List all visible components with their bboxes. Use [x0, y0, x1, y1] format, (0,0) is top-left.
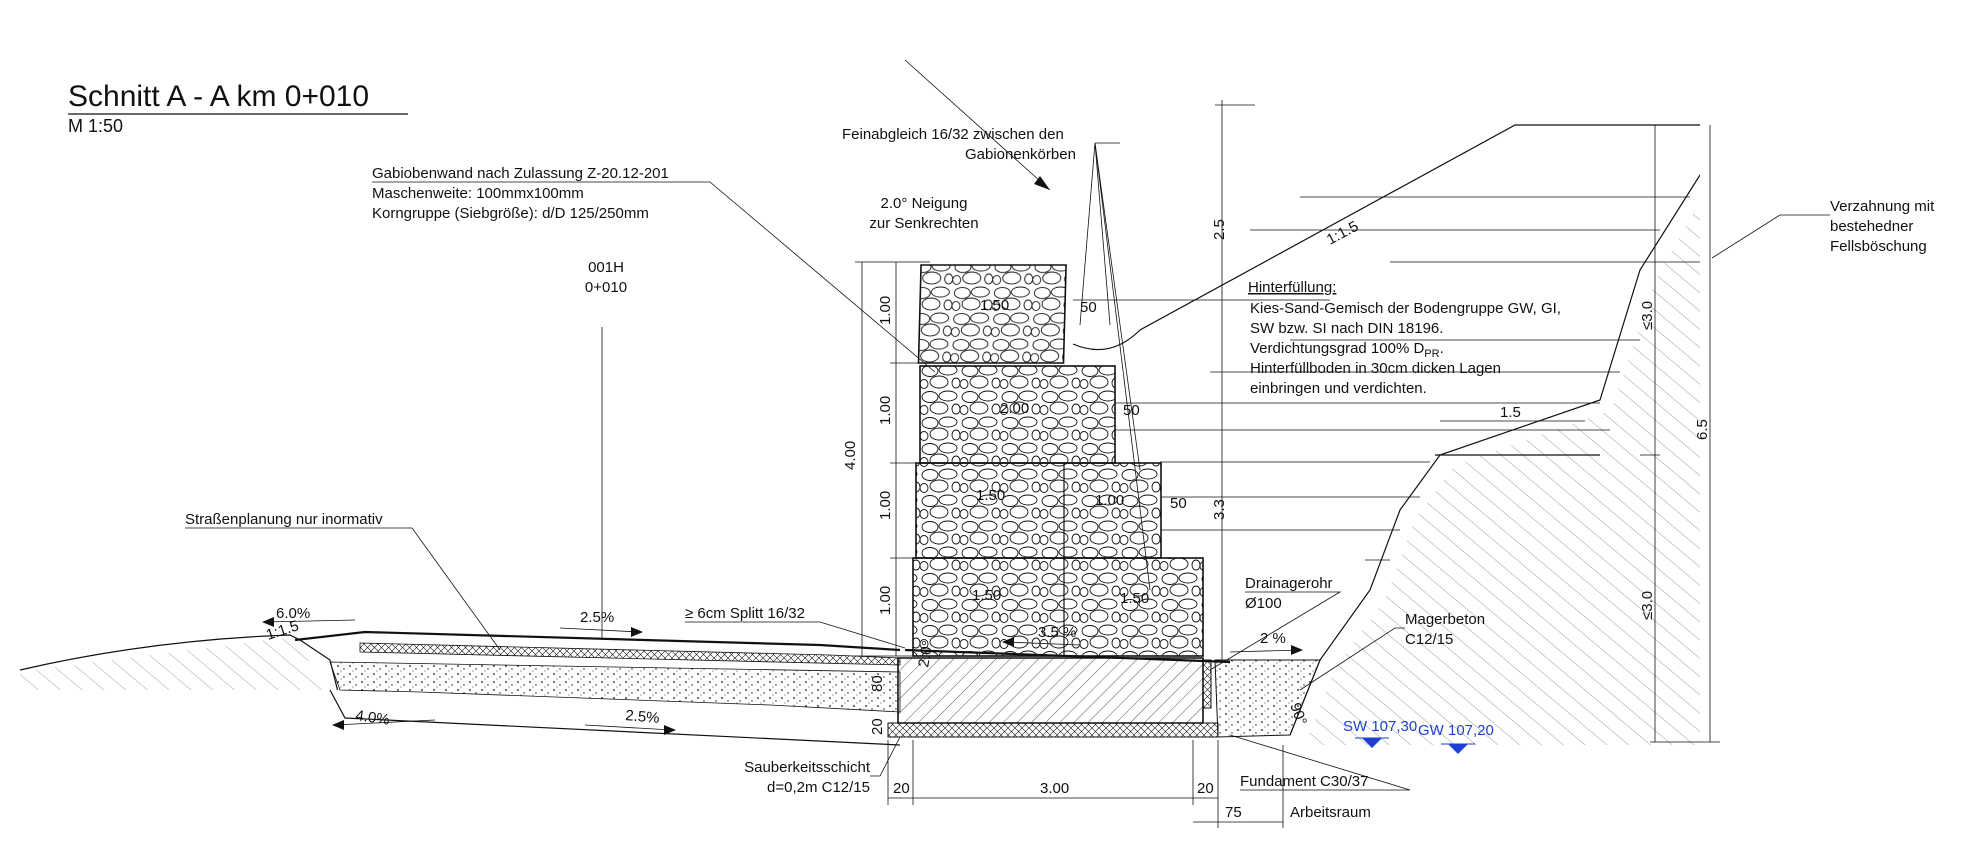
dim-bottom-75: 75	[1225, 804, 1242, 821]
dim-width-1: 1.50	[980, 297, 1009, 314]
road-surface	[294, 630, 901, 652]
backfill-line3-text: Verdichtungsgrad 100% D	[1250, 340, 1424, 357]
leader-road	[185, 527, 501, 651]
dim-80: 80	[869, 675, 886, 692]
dim-upper-3-0: ≤3.0	[1639, 301, 1656, 330]
dim-bottom-3-00: 3.00	[1040, 780, 1069, 797]
splitt-layer	[904, 648, 1231, 664]
dim-bottom-20-left: 20	[893, 780, 910, 797]
dim-bottom-20-right: 20	[1197, 780, 1214, 797]
backfill-line1: Kies-Sand-Gemisch der Bodengruppe GW, GI…	[1250, 300, 1561, 317]
backfill-line5: einbringen und verdichten.	[1250, 380, 1427, 397]
slope-2: 2 %	[1260, 630, 1286, 647]
gabion-wall	[912, 264, 1204, 657]
backfill-slope	[1072, 124, 1822, 351]
interlock-line3: Fellsböschung	[1830, 238, 1927, 255]
slope-ratio: 1:1.5	[1324, 218, 1361, 249]
blinding-line2: d=0,2m C12/15	[767, 779, 870, 796]
slope-2-5-base: 2.5%	[625, 707, 661, 727]
interlock-line2: bestehedner	[1830, 218, 1913, 235]
blinding-layer	[887, 722, 1219, 738]
leader-foundation	[1229, 734, 1411, 791]
dim-width-4: 1.00	[1095, 492, 1124, 509]
station-km: 0+010	[585, 279, 627, 296]
splitt-label: ≥ 6cm Splitt 16/32	[685, 605, 805, 622]
backfill-line2: SW bzw. SI nach DIN 18196.	[1250, 320, 1443, 337]
dim-height-1d: 1.00	[877, 586, 894, 615]
gabion-spec-line3: Korngruppe (Siebgröße): d/D 125/250mm	[372, 205, 649, 222]
dim-height-1b: 1.00	[877, 396, 894, 425]
fine-leveling-line1: Feinabgleich 16/32 zwischen den	[842, 126, 1064, 143]
dim-top-2-5: 2.5	[1211, 219, 1228, 240]
road-note: Straßenplanung nur inormativ	[185, 511, 383, 528]
lean-concrete-line1: Magerbeton	[1405, 611, 1485, 628]
slope-4-0: 4.0%	[354, 707, 390, 729]
dim-bench-1-5: 1.5	[1500, 404, 1521, 421]
leader-drain	[1209, 591, 1342, 671]
lean-concrete-line2: C12/15	[1405, 631, 1453, 648]
gabion-spec-line2: Maschenweite: 100mmx100mm	[372, 185, 584, 202]
interlock-line1: Verzahnung mit	[1830, 198, 1935, 215]
angle-2-0: 2.0°	[915, 639, 936, 668]
road-binder-layer	[359, 642, 901, 666]
dim-height-1a: 1.00	[877, 296, 894, 325]
leader-blinding	[870, 736, 901, 777]
dim-width-5: 1.50	[972, 587, 1001, 604]
dim-total-6-5: 6.5	[1694, 419, 1711, 440]
leaders-gabion	[372, 59, 1330, 591]
drain-line2: Ø100	[1245, 595, 1282, 612]
leader-lean-concrete	[1299, 627, 1405, 691]
inclination-line1: 2.0° Neigung	[881, 195, 968, 212]
drain-line1: Drainagerohr	[1245, 575, 1333, 592]
dim-20-vertical: 20	[869, 718, 886, 735]
dim-width-3: 1.50	[976, 487, 1005, 504]
working-space-label: Arbeitsraum	[1290, 804, 1371, 821]
dimension-lines-left	[855, 261, 930, 657]
backfill-line4: Hinterfüllboden in 30cm dicken Lagen	[1250, 360, 1501, 377]
existing-ground-left	[19, 634, 901, 741]
dim-step-3: 50	[1170, 495, 1187, 512]
drain-pipe	[1202, 659, 1212, 709]
slope-2-5-road: 2.5%	[580, 609, 614, 626]
dim-width-6: 1.50	[1120, 590, 1149, 607]
dim-width-2: 2.00	[1000, 400, 1029, 417]
dim-height-1c: 1.00	[877, 491, 894, 520]
angle-90: 90°	[1286, 701, 1310, 728]
backfill-line3-end: .	[1440, 340, 1444, 357]
gradient-arrows	[262, 617, 1303, 735]
dim-lower-3-0: ≤3.0	[1639, 591, 1656, 620]
leader-verzahnung	[1711, 214, 1830, 259]
backfill-title: Hinterfüllung:	[1248, 279, 1336, 296]
station-id: 001H	[588, 259, 624, 276]
inclination-line2: zur Senkrechten	[869, 215, 978, 232]
foundation	[897, 657, 1204, 724]
backfill-line3-sub: PR	[1424, 348, 1439, 360]
sw-level-triangle	[1362, 738, 1382, 748]
slope-3-5: 3.5 %	[1038, 624, 1076, 641]
sw-level-label: SW 107,30	[1343, 718, 1417, 735]
scale-label: M 1:50	[68, 116, 123, 136]
blinding-line1: Sauberkeitsschicht	[744, 759, 871, 776]
leader-splitt	[685, 621, 906, 649]
drawing-title: Schnitt A - A km 0+010	[68, 80, 369, 113]
dim-height-4: 4.00	[842, 441, 859, 470]
gw-level-triangle	[1448, 744, 1468, 754]
backfill-line3: Verdichtungsgrad 100% DPR.	[1250, 340, 1444, 360]
dim-step-1: 50	[1080, 299, 1097, 316]
leader-lines-right	[1073, 196, 1700, 561]
dimension-lines-bottom	[887, 740, 1284, 828]
dim-3-3: 3.3	[1211, 499, 1228, 520]
gabion-spec-line1: Gabiobenwand nach Zulassung Z-20.12-201	[372, 165, 669, 182]
slope-6-0: 6.0%	[276, 605, 310, 622]
gw-level-label: GW 107,20	[1418, 722, 1494, 739]
fine-leveling-line2: Gabionenkörben	[965, 146, 1076, 163]
foundation-label: Fundament C30/37	[1240, 773, 1368, 790]
